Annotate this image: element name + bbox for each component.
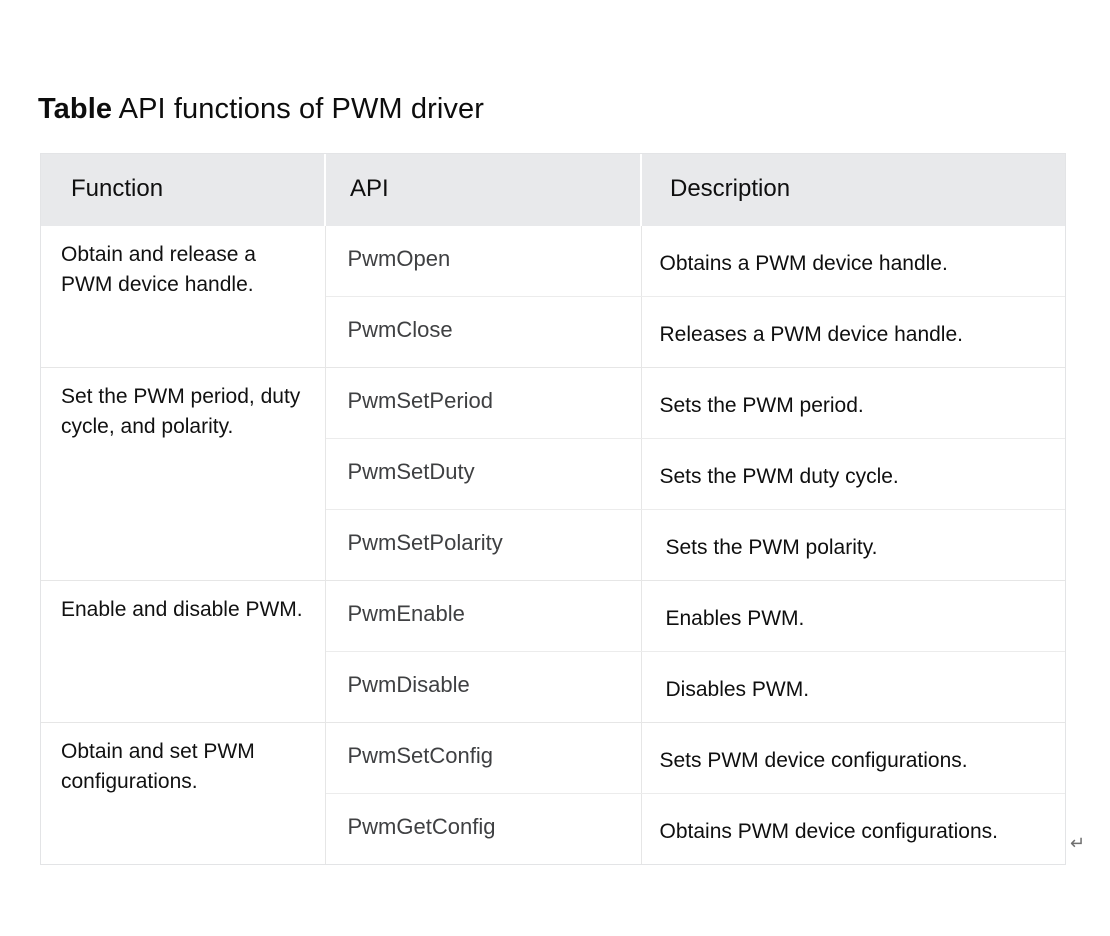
description-cell: Sets the PWM period. <box>641 367 1065 439</box>
column-header-api: API <box>325 154 642 226</box>
function-cell: Enable and disable PWM. <box>41 580 326 723</box>
description-cell: Sets the PWM duty cycle. <box>641 438 1065 510</box>
table-row: Obtain and release a PWM device handle. … <box>41 226 1065 368</box>
column-header-description: Description <box>641 154 1065 226</box>
description-cell: Obtains PWM device configurations. <box>641 793 1065 864</box>
column-header-function: Function <box>41 154 326 226</box>
description-cell: Sets the PWM polarity. <box>641 509 1065 581</box>
table-body: Obtain and release a PWM device handle. … <box>41 226 1065 864</box>
api-cell: PwmSetPeriod <box>325 367 642 439</box>
api-functions-table: Function API Description Obtain and rele… <box>41 154 1065 864</box>
description-cell: Obtains a PWM device handle. <box>641 226 1065 297</box>
function-cell: Obtain and release a PWM device handle. <box>41 226 326 368</box>
table-row: Obtain and set PWM configurations. PwmSe… <box>41 722 1065 864</box>
page-title-label: Table <box>38 93 113 125</box>
api-cell: PwmGetConfig <box>325 793 642 864</box>
table-row: Enable and disable PWM. PwmEnable Enable… <box>41 580 1065 723</box>
table-row: Set the PWM period, duty cycle, and pola… <box>41 367 1065 581</box>
table-row: PwmGetConfig Obtains PWM device configur… <box>41 793 1065 864</box>
function-cell: Set the PWM period, duty cycle, and pola… <box>41 367 326 581</box>
function-cell: Obtain and set PWM configurations. <box>41 722 326 864</box>
api-cell: PwmClose <box>325 296 642 368</box>
description-cell: Releases a PWM device handle. <box>641 296 1065 368</box>
table-header-row: Function API Description <box>41 154 1065 226</box>
api-cell: PwmSetConfig <box>325 722 642 794</box>
description-cell: Disables PWM. <box>641 651 1065 723</box>
api-cell: PwmSetDuty <box>325 438 642 510</box>
description-cell: Enables PWM. <box>641 580 1065 652</box>
api-cell: PwmSetPolarity <box>325 509 642 581</box>
table-header: Function API Description <box>41 154 1065 226</box>
table-row: PwmSetPolarity Sets the PWM polarity. <box>41 509 1065 581</box>
paragraph-return-icon: ↵ <box>1070 833 1086 853</box>
api-cell: PwmEnable <box>325 580 642 652</box>
api-table-container: Function API Description Obtain and rele… <box>40 153 1066 865</box>
description-cell: Sets PWM device configurations. <box>641 722 1065 794</box>
api-cell: PwmDisable <box>325 651 642 723</box>
table-row: PwmDisable Disables PWM. <box>41 651 1065 723</box>
page-title-text: API functions of PWM driver <box>112 93 484 125</box>
api-cell: PwmOpen <box>325 226 642 297</box>
table-row: PwmClose Releases a PWM device handle. <box>41 296 1065 368</box>
table-row: PwmSetDuty Sets the PWM duty cycle. <box>41 438 1065 510</box>
page-title: Table API functions of PWM driver <box>38 88 484 130</box>
